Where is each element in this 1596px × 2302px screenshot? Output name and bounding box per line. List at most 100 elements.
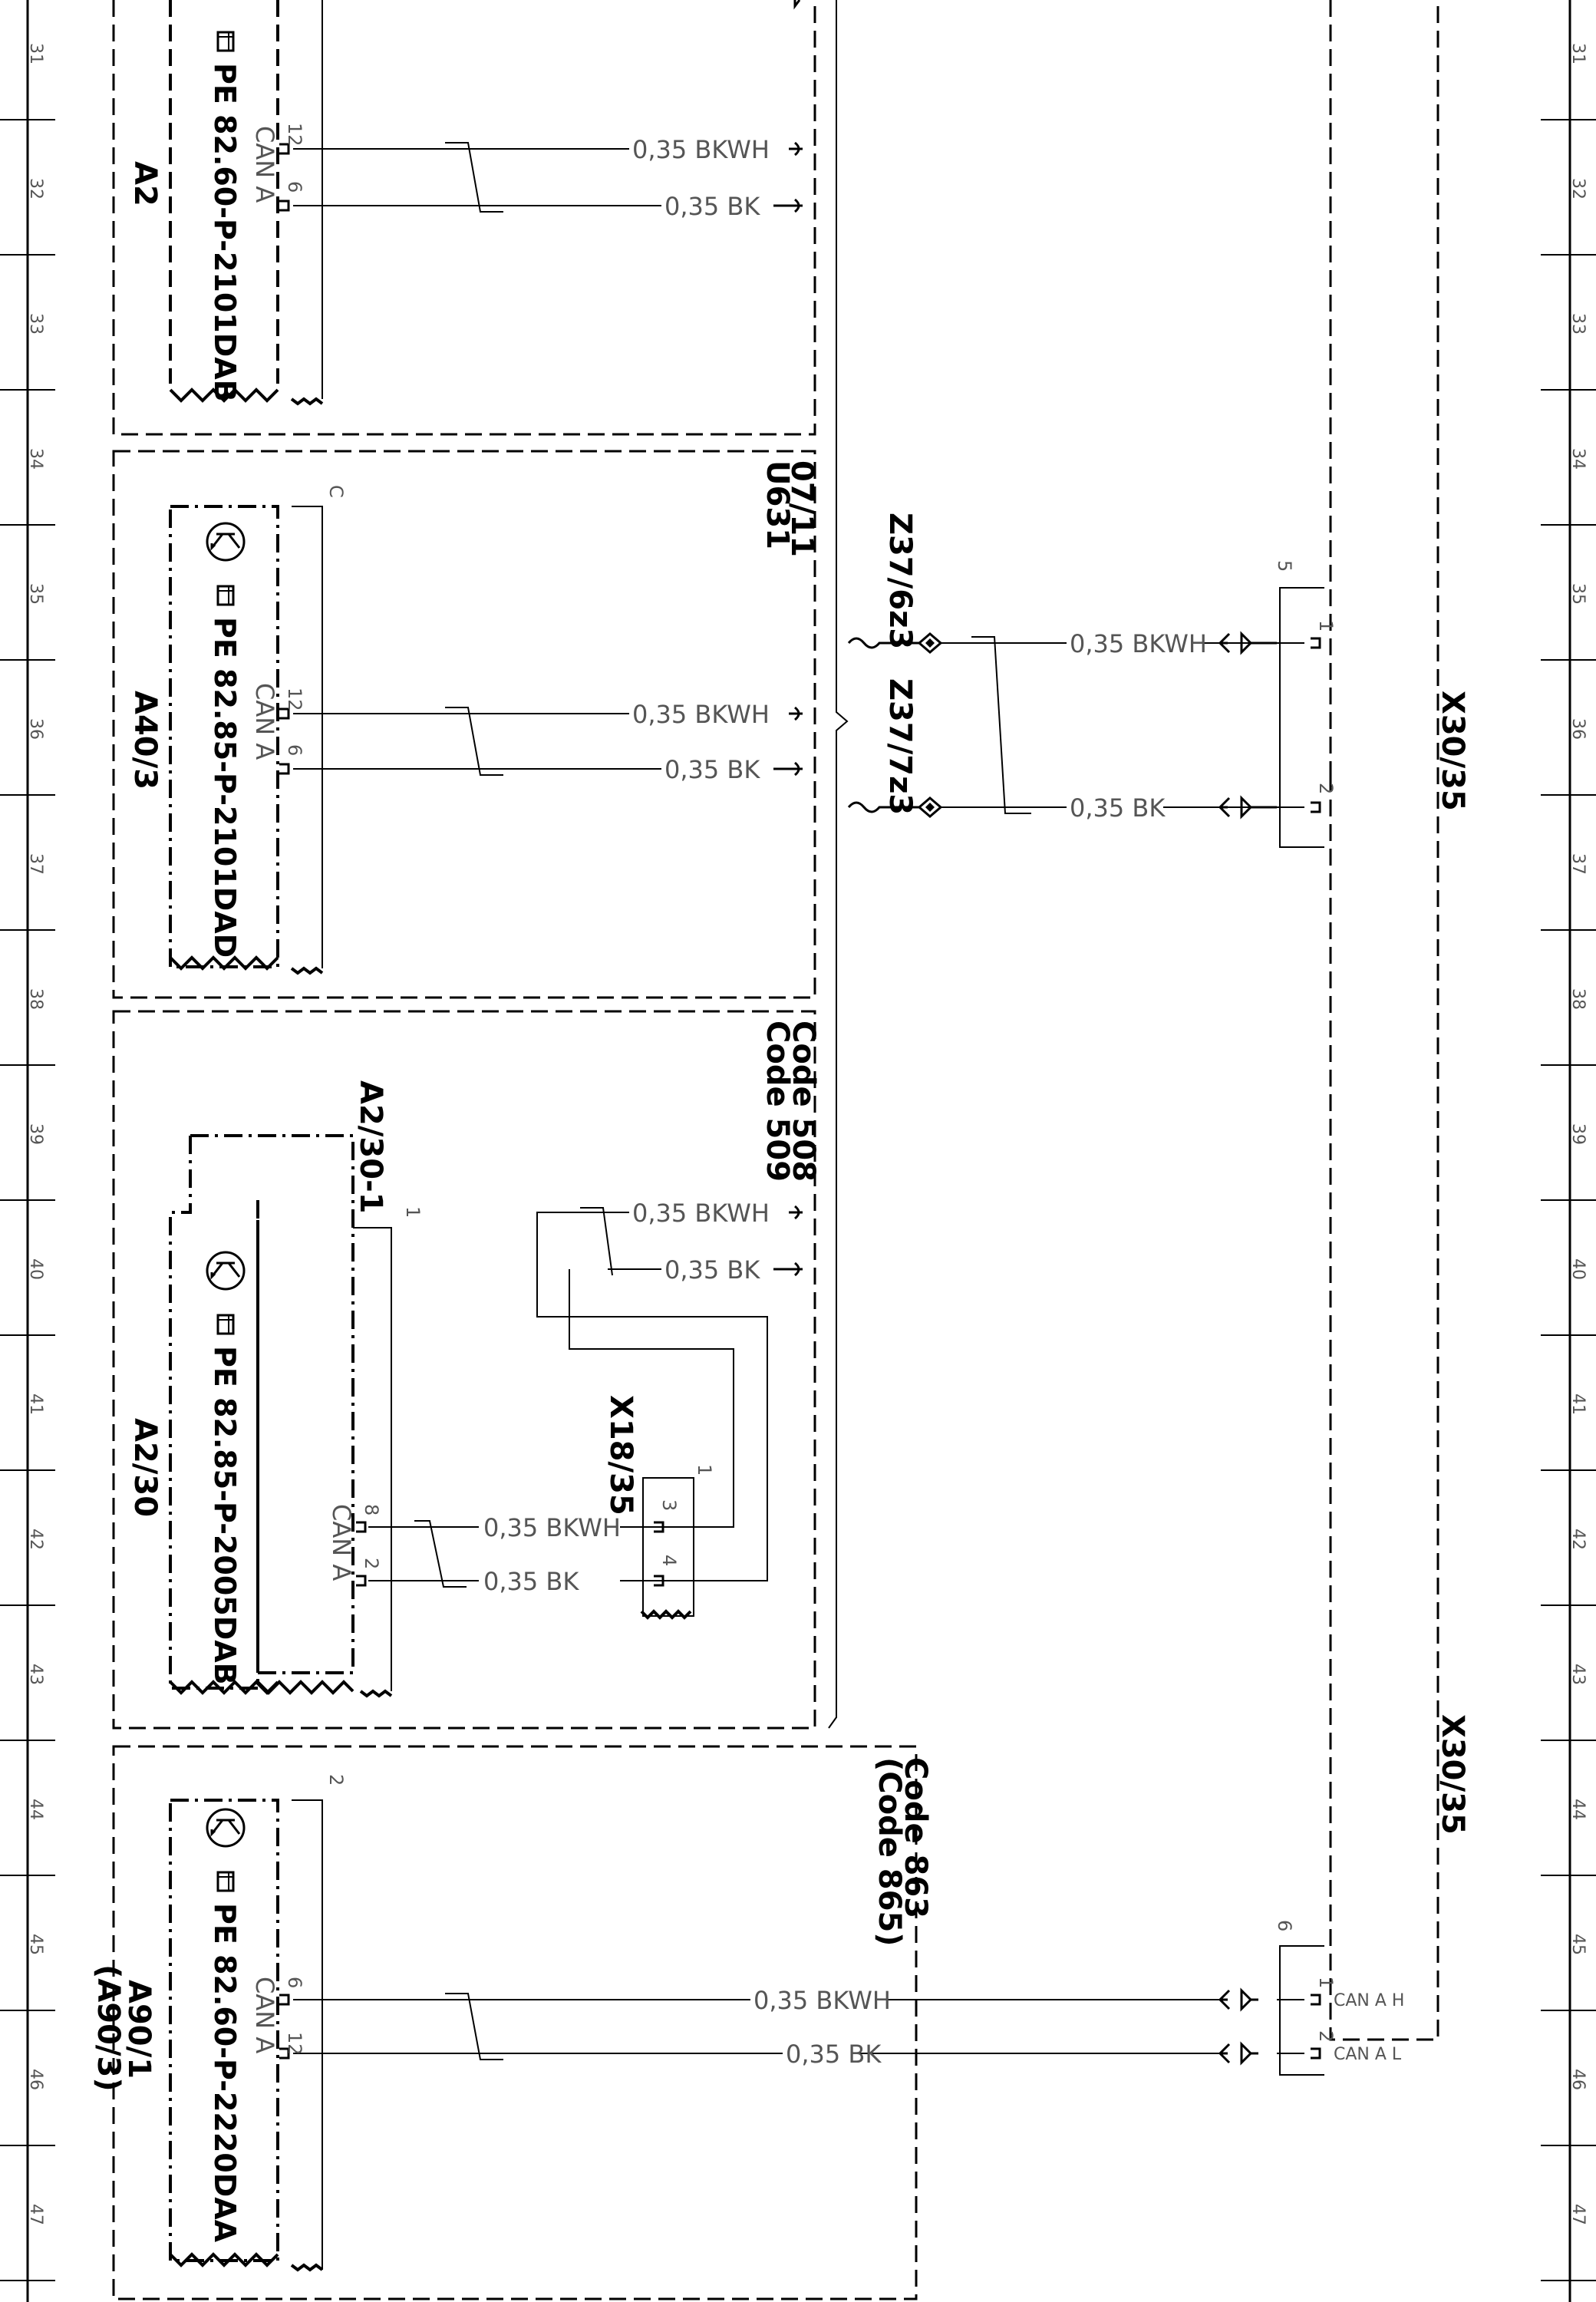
connector-id-x30-35-top: X30/35 xyxy=(1435,691,1470,811)
pin-a40-6: 6 xyxy=(284,744,305,756)
boundary-x30-35 xyxy=(1329,0,1439,2041)
book-hand-icon xyxy=(216,1314,235,1335)
bracket-x30-top xyxy=(1279,587,1324,848)
boundary-a40-3 xyxy=(112,450,816,999)
ruler-row-label: 43 xyxy=(26,1664,45,1685)
doc-ref-a40-3: PE 82.85-P-2101DAD xyxy=(208,617,242,958)
wire-label-a2-30-bkwh: 0,35 BKWH xyxy=(483,1513,621,1542)
ruler-row-label: 43 xyxy=(1568,1664,1588,1685)
wire-label-code-bk: 0,35 BK xyxy=(664,1255,760,1285)
wire-label-code-bkwh: 0,35 BKWH xyxy=(632,1199,770,1228)
ruler-row-label: 33 xyxy=(26,313,45,335)
ruler-row-label: 42 xyxy=(26,1529,45,1550)
module-id-a90-3: (A90/3) xyxy=(91,1964,126,2092)
ruler-row-label: 47 xyxy=(1568,2204,1588,2225)
ruler-row-label: 42 xyxy=(1568,1529,1588,1550)
ruler-row-label: 34 xyxy=(1568,448,1588,470)
pin-a90-2: 2 xyxy=(325,1774,347,1786)
doc-ref-a2-30: PE 82.85-P-2005DAB xyxy=(208,1346,242,1685)
twist-a2-30 xyxy=(414,1520,467,1588)
twist-z37 xyxy=(971,636,1031,814)
ruler-row-label: 31 xyxy=(1568,43,1588,64)
pin-a40-12: 12 xyxy=(284,688,305,711)
twist-a2 xyxy=(445,142,503,213)
wire-labels: 0,35 BKWH 0,35 BK 0,35 BKWH 0,35 BK 0,35… xyxy=(483,135,1207,2069)
component-a90-1 xyxy=(169,1799,279,2262)
loop-x18-pin3 xyxy=(569,1269,734,1528)
doc-ref-a2: PE 82.60-P-2101DAB xyxy=(208,63,242,402)
splice-id-z37-6z3: Z37/6z3 xyxy=(882,513,918,649)
ruler-row-label: 32 xyxy=(1568,178,1588,200)
transistor-icon xyxy=(206,1808,246,1848)
bus-label-a2-30: CAN A xyxy=(327,1504,356,1581)
pin-a2-12: 12 xyxy=(284,123,305,147)
ruler-row-label: 44 xyxy=(1568,1799,1588,1820)
bus-label-a40-3: CAN A xyxy=(250,683,279,760)
ruler-row-label: 41 xyxy=(26,1393,45,1415)
module-boundaries xyxy=(112,0,1439,2300)
book-hand-icon xyxy=(216,585,235,606)
wire-label-a2-bk: 0,35 BK xyxy=(664,192,760,221)
pin-a90-12: 12 xyxy=(284,2032,305,2056)
pin-x18-3: 3 xyxy=(658,1499,680,1511)
ruler-row-label: 46 xyxy=(1568,2069,1588,2090)
boundary-a2-30 xyxy=(112,1010,816,1730)
splice-z37-6z3 xyxy=(917,632,943,654)
pin-x30-6: 6 xyxy=(1274,1920,1295,1931)
module-id-a2: A2 xyxy=(127,161,163,206)
bus-labels: CAN A CAN A CAN A CAN A xyxy=(250,126,356,2053)
bus-divider xyxy=(828,0,849,1729)
component-boundaries xyxy=(169,505,354,2262)
pin-a40-c: C xyxy=(325,485,347,498)
ruler-row-label: 34 xyxy=(26,448,45,470)
module-id-a2-30: A2/30 xyxy=(127,1418,163,1517)
pin-numbers: 12 6 C 12 6 1 8 2 2 6 12 1 3 4 5 1 2 6 1… xyxy=(284,123,1337,2056)
code-509: Code 509 xyxy=(760,1021,795,1182)
pin-x30-1: 1 xyxy=(1315,620,1337,632)
ruler-row-label: 36 xyxy=(1568,718,1588,740)
ruler-row-label: 45 xyxy=(26,1934,45,1955)
splice-z37-7z3 xyxy=(917,796,943,818)
ruler-row-label: 45 xyxy=(1568,1934,1588,1955)
ruler-row-label: 36 xyxy=(26,718,45,740)
wire-label-a40-bk: 0,35 BK xyxy=(664,755,760,784)
twist-code xyxy=(580,1207,613,1276)
ruler-row-label: 39 xyxy=(1568,1123,1588,1145)
connector-id-x30-35-bottom: X30/35 xyxy=(1435,1714,1470,1835)
component-a2-30-1 xyxy=(190,1134,354,1674)
boundary-a90-1 xyxy=(112,1745,918,2300)
can-hl-labels: CAN A H CAN A L xyxy=(1334,1991,1404,2064)
code-508: Code 508 xyxy=(786,1021,821,1182)
pin-a2-30-2: 2 xyxy=(361,1558,382,1569)
module-id-a2-30-1: A2/30-1 xyxy=(353,1080,388,1214)
book-hand-icon xyxy=(216,31,235,52)
transistor-icon xyxy=(206,522,246,562)
can-a-h-label: CAN A H xyxy=(1334,1991,1404,2010)
wire-label-a90-bk: 0,35 BK xyxy=(786,2040,882,2069)
bracket-x18 xyxy=(642,1477,694,1617)
pin-x30-b2: 2 xyxy=(1315,2030,1337,2042)
pin-x30-b1: 1 xyxy=(1315,1977,1337,1988)
ruler-row-label: 35 xyxy=(26,583,45,605)
doc-refs: PE 82.60-P-2101DAB PE 82.85-P-2101DAD PE… xyxy=(208,63,242,2243)
ruler-row-label: 38 xyxy=(1568,988,1588,1010)
ruler-row-label: 39 xyxy=(26,1123,45,1145)
ruler-row-label: 37 xyxy=(1568,853,1588,875)
ruler-row-label: 40 xyxy=(26,1258,45,1280)
ref-id-a40-3: U631 xyxy=(760,460,795,549)
twist-a90 xyxy=(445,1993,503,2060)
ruler-row-label: 40 xyxy=(1568,1258,1588,1280)
ruler-row-label: 32 xyxy=(26,178,45,200)
pin-a2-30-1: 1 xyxy=(402,1206,424,1218)
pin-a2-6: 6 xyxy=(284,181,305,193)
plug-symbols xyxy=(1218,631,1277,2066)
wire-label-z37-bkwh: 0,35 BKWH xyxy=(1070,629,1207,658)
component-a2-outline xyxy=(169,0,279,384)
wire-label-a2-30-bk: 0,35 BK xyxy=(483,1567,579,1596)
code-865: (Code 865) xyxy=(872,1757,907,1947)
can-a-l-label: CAN A L xyxy=(1334,2045,1402,2064)
pin-x30-2: 2 xyxy=(1315,783,1337,794)
